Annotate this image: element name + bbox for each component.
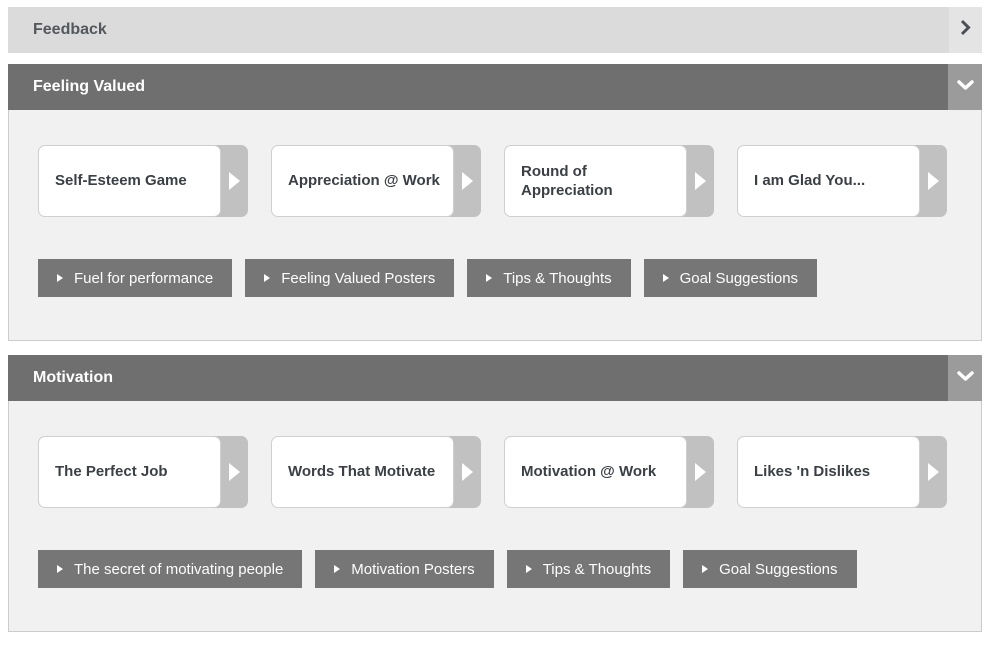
triangle-right-icon <box>525 565 532 573</box>
card-label: I am Glad You... <box>754 172 866 190</box>
play-icon <box>229 172 240 190</box>
section-title: Motivation <box>33 369 113 386</box>
chevron-down-icon <box>956 78 974 96</box>
link-feeling-valued-posters[interactable]: Feeling Valued Posters <box>245 259 455 297</box>
section-body: The Perfect Job Words That Motivate Moti… <box>8 401 982 632</box>
section-header-motivation[interactable]: Motivation <box>8 355 982 401</box>
link-row: The secret of motivating people Motivati… <box>38 550 952 588</box>
section-title: Feeling Valued <box>33 78 146 95</box>
section-body: Self-Esteem Game Appreciation @ Work Rou… <box>8 110 982 341</box>
accordion-bar-label: Feedback <box>33 21 107 38</box>
card-label: Motivation @ Work <box>521 463 657 481</box>
play-icon <box>928 463 939 481</box>
triangle-right-icon <box>334 565 341 573</box>
card-label: The Perfect Job <box>55 463 168 481</box>
collapse-strip[interactable] <box>948 355 982 401</box>
card-words-that-motivate[interactable]: Words That Motivate <box>271 436 481 508</box>
chevron-down-icon <box>956 369 974 387</box>
card-label: Self-Esteem Game <box>55 172 187 190</box>
triangle-right-icon <box>486 274 493 282</box>
card-row: The Perfect Job Words That Motivate Moti… <box>38 436 952 508</box>
section-feeling-valued: Feeling Valued Self-Esteem Game Apprecia… <box>8 64 982 341</box>
play-icon <box>695 463 706 481</box>
triangle-right-icon <box>264 274 271 282</box>
card-label: Round of Appreciation <box>521 162 613 200</box>
accordion-bar-feedback[interactable]: Feedback <box>8 7 982 53</box>
card-label: Likes 'n Dislikes <box>754 463 871 481</box>
play-icon <box>462 172 473 190</box>
link-fuel-for-performance[interactable]: Fuel for performance <box>38 259 233 297</box>
card-row: Self-Esteem Game Appreciation @ Work Rou… <box>38 145 952 217</box>
play-icon <box>229 463 240 481</box>
card-self-esteem-game[interactable]: Self-Esteem Game <box>38 145 248 217</box>
card-i-am-glad-you[interactable]: I am Glad You... <box>737 145 947 217</box>
section-header-feeling-valued[interactable]: Feeling Valued <box>8 64 982 110</box>
triangle-right-icon <box>702 565 709 573</box>
card-label: Appreciation @ Work <box>288 172 440 190</box>
play-icon <box>695 172 706 190</box>
play-icon <box>928 172 939 190</box>
card-appreciation-at-work[interactable]: Appreciation @ Work <box>271 145 481 217</box>
triangle-right-icon <box>57 565 63 573</box>
card-round-of-appreciation[interactable]: Round of Appreciation <box>504 145 714 217</box>
chevron-right-icon <box>960 19 971 41</box>
link-secret-of-motivating-people[interactable]: The secret of motivating people <box>38 550 303 588</box>
expand-strip[interactable] <box>949 7 982 53</box>
play-icon <box>462 463 473 481</box>
link-goal-suggestions[interactable]: Goal Suggestions <box>643 259 818 297</box>
card-motivation-at-work[interactable]: Motivation @ Work <box>504 436 714 508</box>
card-likes-n-dislikes[interactable]: Likes 'n Dislikes <box>737 436 947 508</box>
card-label: Words That Motivate <box>288 463 436 481</box>
link-tips-thoughts[interactable]: Tips & Thoughts <box>467 259 631 297</box>
link-goal-suggestions[interactable]: Goal Suggestions <box>683 550 857 588</box>
link-tips-thoughts[interactable]: Tips & Thoughts <box>506 550 671 588</box>
card-the-perfect-job[interactable]: The Perfect Job <box>38 436 248 508</box>
link-motivation-posters[interactable]: Motivation Posters <box>315 550 494 588</box>
triangle-right-icon <box>57 274 63 282</box>
section-motivation: Motivation The Perfect Job Words That Mo… <box>8 355 982 632</box>
triangle-right-icon <box>662 274 669 282</box>
link-row: Fuel for performance Feeling Valued Post… <box>38 259 952 297</box>
collapse-strip[interactable] <box>948 64 982 110</box>
